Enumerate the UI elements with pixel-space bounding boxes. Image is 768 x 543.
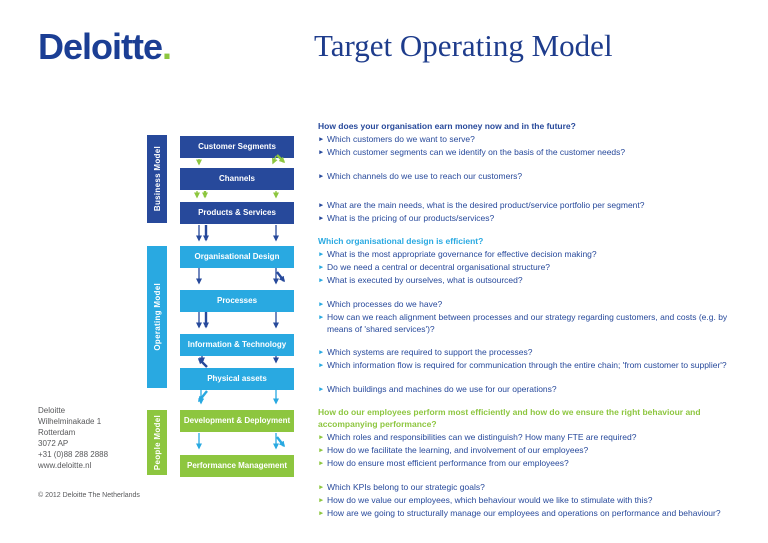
flow-arrows-layer	[194, 154, 286, 450]
website-link[interactable]: www.deloitte.nl	[38, 461, 92, 470]
address-line: Rotterdam	[38, 428, 76, 437]
bullet-arrow-icon: ►	[318, 349, 325, 356]
diagram-box-development-deployment: Development & Deployment	[180, 410, 294, 432]
question-text: Which KPIs belong to our strategic goals…	[327, 482, 485, 492]
address-line: 3072 AP	[38, 439, 69, 448]
arrow-cs-to-channels-diag	[276, 154, 286, 164]
bullet-arrow-icon: ►	[318, 447, 325, 454]
questions-column: How does your organisation earn money no…	[318, 120, 742, 520]
question-text: What is executed by ourselves, what is o…	[327, 275, 523, 285]
model-bar-people: People Model	[147, 410, 167, 475]
bullet-arrow-icon: ►	[318, 510, 325, 517]
question-item: ►How are we going to structurally manage…	[318, 507, 742, 520]
diagram-box-channels: Channels	[180, 168, 294, 190]
question-text: Which processes do we have?	[327, 299, 443, 309]
model-bar-operating: Operating Model	[147, 246, 167, 388]
bullet-arrow-icon: ►	[318, 434, 325, 441]
question-text: Which channels do we use to reach our cu…	[327, 171, 523, 181]
copyright: © 2012 Deloitte The Netherlands	[38, 492, 140, 499]
question-section-business: How does your organisation earn money no…	[318, 120, 742, 225]
diagram-box-information-technology: Information & Technology	[180, 334, 294, 356]
question-item: ►Which customers do we want to serve?	[318, 133, 742, 146]
question-item: ►What is the most appropriate governance…	[318, 248, 742, 261]
question-text: Do we need a central or decentral organi…	[327, 262, 551, 272]
bullet-arrow-icon: ►	[318, 202, 325, 209]
bullet-arrow-icon: ►	[318, 497, 325, 504]
bullet-arrow-icon: ►	[318, 251, 325, 258]
question-text: How do ensure most efficient performance…	[327, 458, 569, 468]
question-item: ►What is the pricing of our products/ser…	[318, 212, 742, 225]
question-item: ►Which information flow is required for …	[318, 359, 742, 372]
question-item: ►Which channels do we use to reach our c…	[318, 170, 742, 183]
question-item: ►How can we reach alignment between proc…	[318, 311, 742, 335]
bullet-arrow-icon: ►	[318, 215, 325, 222]
arrow-cs-to-channels-left	[272, 155, 278, 165]
question-item: ►Which buildings and machines do we use …	[318, 383, 742, 396]
diagram-box-performance-management: Performance Management	[180, 455, 294, 477]
question-item: ►Which customer segments can we identify…	[318, 146, 742, 159]
diagram-box-organisational-design: Organisational Design	[180, 246, 294, 268]
arrow-orgdesign-to-processes-diag	[276, 271, 285, 283]
question-text: Which systems are required to support th…	[327, 347, 533, 357]
question-text: What is the pricing of our products/serv…	[327, 213, 495, 223]
address-line: +31 (0)88 288 2888	[38, 450, 109, 459]
question-text: Which customers do we want to serve?	[327, 134, 475, 144]
question-text: What is the most appropriate governance …	[327, 249, 597, 259]
question-item: ►What are the main needs, what is the de…	[318, 199, 742, 212]
diagram-box-physical-assets: Physical assets	[180, 368, 294, 390]
logo-text: Deloitte	[38, 26, 163, 67]
bullet-arrow-icon: ►	[318, 460, 325, 467]
bullet-arrow-icon: ►	[318, 484, 325, 491]
question-section-heading: How does your organisation earn money no…	[318, 121, 576, 131]
bullet-arrow-icon: ►	[318, 386, 325, 393]
bullet-arrow-icon: ►	[318, 277, 325, 284]
question-text: Which information flow is required for c…	[327, 360, 727, 370]
question-item: ►Which processes do we have?	[318, 298, 742, 311]
bullet-arrow-icon: ►	[318, 173, 325, 180]
arrow-physical-to-it-diag	[197, 357, 208, 368]
question-item: ►Which KPIs belong to our strategic goal…	[318, 481, 742, 494]
question-text: Which customer segments can we identify …	[327, 147, 626, 157]
question-section-people: How do our employees perform most effici…	[318, 406, 742, 520]
question-item: ►Do we need a central or decentral organ…	[318, 261, 742, 274]
address-line: Wilhelminakade 1	[38, 417, 102, 426]
question-text: How can we reach alignment between proce…	[327, 312, 728, 334]
question-text: Which buildings and machines do we use f…	[327, 384, 557, 394]
question-text: What are the main needs, what is the des…	[327, 200, 645, 210]
question-section-heading: How do our employees perform most effici…	[318, 407, 701, 429]
address-line: Deloitte	[38, 406, 66, 415]
question-item: ►How do we value our employees, which be…	[318, 494, 742, 507]
question-text: Which roles and responsibilities can we …	[327, 432, 637, 442]
question-item: ►What is executed by ourselves, what is …	[318, 274, 742, 287]
question-item: ►How do ensure most efficient performanc…	[318, 457, 742, 470]
arrow-devdep-to-perf-diag	[276, 436, 285, 448]
diagram-box-customer-segments: Customer Segments	[180, 136, 294, 158]
question-section-operating: Which organisational design is efficient…	[318, 235, 742, 396]
question-section-heading: Which organisational design is efficient…	[318, 236, 484, 246]
question-text: How do we facilitate the learning, and i…	[327, 445, 589, 455]
bullet-arrow-icon: ►	[318, 149, 325, 156]
bullet-arrow-icon: ►	[318, 362, 325, 369]
page-title: Target Operating Model	[314, 28, 613, 63]
question-item: ►Which systems are required to support t…	[318, 346, 742, 359]
question-item: ►Which roles and responsibilities can we…	[318, 431, 742, 444]
question-item: ►How do we facilitate the learning, and …	[318, 444, 742, 457]
model-bar-business: Business Model	[147, 135, 167, 223]
question-text: How are we going to structurally manage …	[327, 508, 721, 518]
diagram-box-products-services: Products & Services	[180, 202, 294, 224]
question-text: How do we value our employees, which beh…	[327, 495, 653, 505]
logo-green-dot-icon: .	[162, 26, 172, 67]
bullet-arrow-icon: ►	[318, 136, 325, 143]
deloitte-logo: Deloitte.	[38, 26, 172, 68]
bullet-arrow-icon: ►	[318, 264, 325, 271]
bullet-arrow-icon: ►	[318, 314, 325, 321]
diagram-box-processes: Processes	[180, 290, 294, 312]
arrow-physical-to-devdep-diag	[198, 390, 208, 403]
bullet-arrow-icon: ►	[318, 301, 325, 308]
